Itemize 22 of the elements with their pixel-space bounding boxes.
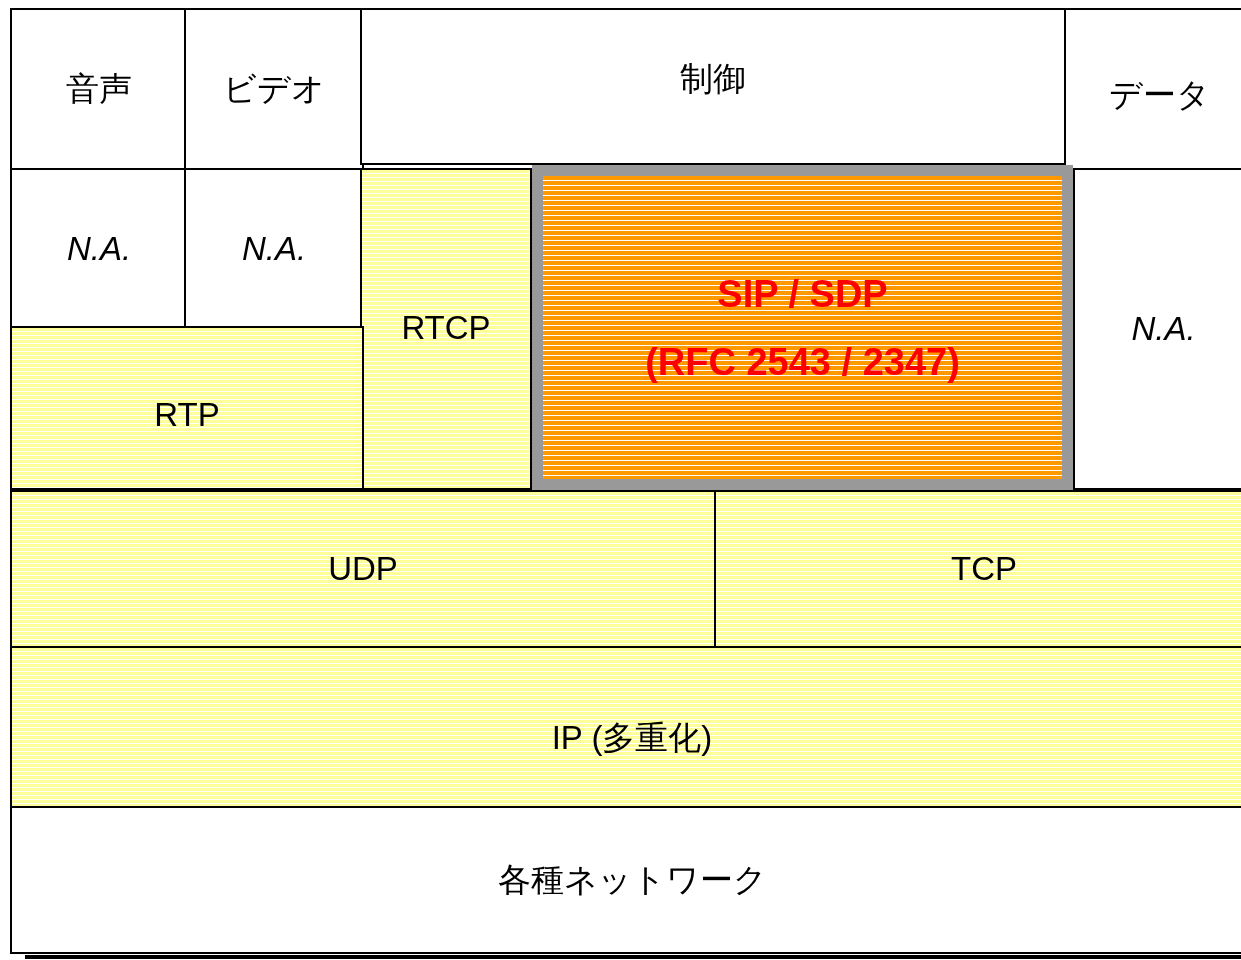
layer-label: N.A. — [66, 230, 132, 268]
layer-cell — [184, 8, 364, 170]
layer-label: TCP — [951, 550, 1017, 588]
layer-cell — [1073, 168, 1241, 490]
layer-label: 音声 — [66, 68, 132, 109]
layer-label: ビデオ — [223, 68, 325, 109]
layer-cell — [10, 806, 1241, 954]
layer-label: N.A. — [241, 230, 307, 268]
layer-cell — [360, 8, 1066, 165]
layer-cell — [10, 326, 364, 490]
layer-label: RTP — [154, 396, 220, 434]
layer-label: N.A. — [1131, 310, 1196, 348]
layer-label: RTCP — [401, 309, 491, 347]
layer-label: IP (多重化) — [551, 717, 713, 758]
layer-cell — [714, 490, 1241, 648]
layer-label: 制御 — [680, 59, 746, 99]
layer-cell — [360, 168, 532, 490]
highlight-box — [532, 165, 1073, 490]
layer-label: データ — [1108, 74, 1210, 115]
layer-cell — [10, 490, 716, 648]
layer-label: 各種ネットワーク — [497, 859, 767, 900]
layer-label: UDP — [328, 550, 398, 588]
